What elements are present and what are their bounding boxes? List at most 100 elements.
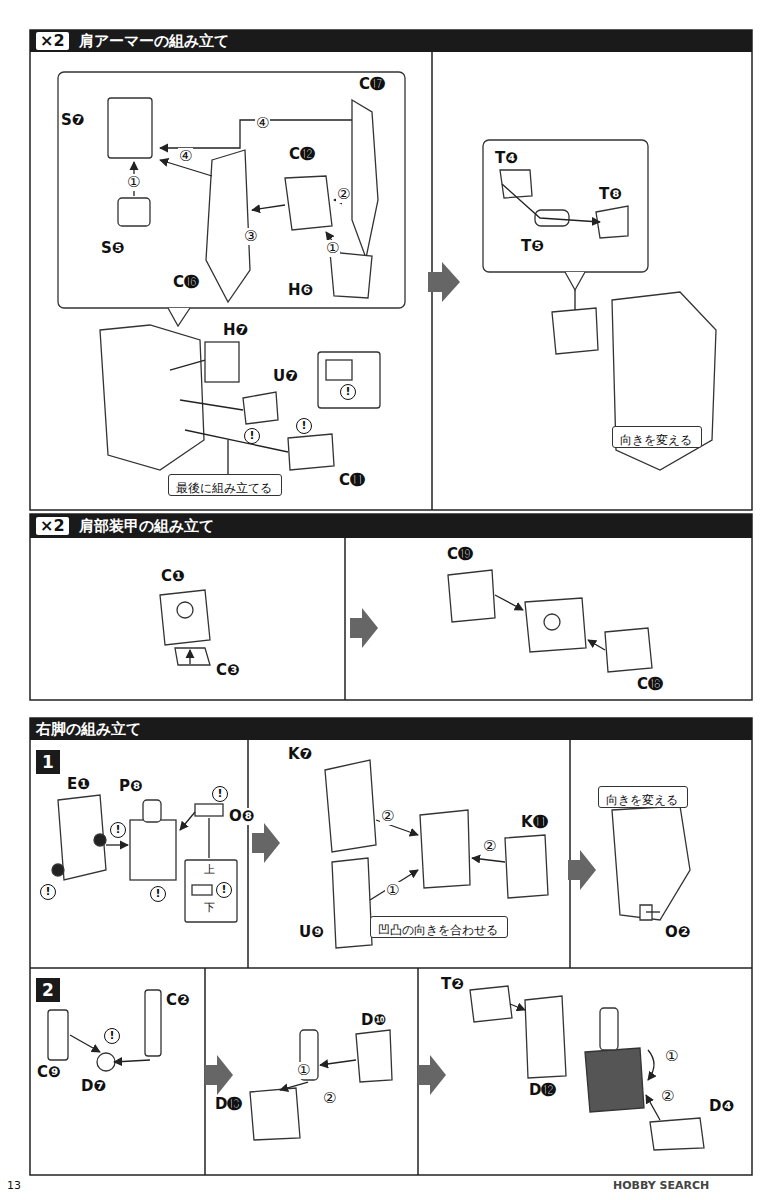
note-text: 向きを変える xyxy=(606,793,678,807)
drawing-shape xyxy=(288,434,334,470)
note-box: 向きを変える xyxy=(598,786,688,808)
drawing-shape xyxy=(510,1004,525,1010)
drawing-shape xyxy=(650,1118,704,1150)
part-label: K❼ xyxy=(287,746,313,763)
drawing-shape xyxy=(574,290,575,310)
drawing-shape xyxy=(565,272,585,290)
drawing-shape xyxy=(168,308,190,326)
part-label: C⓰ xyxy=(172,274,200,291)
drawing-shape xyxy=(500,170,532,198)
step-number: 1 xyxy=(36,750,60,774)
drawing-shape xyxy=(160,590,210,645)
drawing-shape xyxy=(243,392,278,424)
caution-mark: ! xyxy=(212,786,228,802)
step-number: 2 xyxy=(36,978,60,1002)
part-label: T❽ xyxy=(598,186,623,203)
step-order-number: ① xyxy=(325,240,340,257)
direction-label: 上 xyxy=(203,864,216,876)
part-label: C❶ xyxy=(160,568,186,585)
drawing-shape xyxy=(30,30,752,510)
caution-mark: ! xyxy=(216,882,232,898)
drawing-shape xyxy=(252,205,285,210)
drawing-shape xyxy=(106,812,660,912)
drawing-shape xyxy=(285,176,332,230)
part-label: D❿ xyxy=(360,1012,387,1029)
drawing-shape xyxy=(525,996,566,1078)
drawing-shape xyxy=(30,514,752,700)
note-box: 向きを変える xyxy=(612,426,702,448)
drawing-shape xyxy=(52,864,64,876)
drawing-shape xyxy=(470,986,512,1022)
part-label: U❼ xyxy=(272,368,299,385)
drawing-shape xyxy=(472,858,505,862)
part-label: C❷ xyxy=(165,992,191,1009)
note-box: 凹凸の向きを合わせる xyxy=(370,916,508,938)
drawing-shape xyxy=(206,150,250,302)
drawing-shape xyxy=(195,804,223,816)
drawing-shape xyxy=(544,614,560,630)
drawing-shape xyxy=(185,860,237,922)
drawing-shape xyxy=(48,986,704,1150)
step-order-number: ④ xyxy=(255,115,270,132)
drawing-shape xyxy=(180,400,243,410)
caution-mark: ! xyxy=(244,428,260,444)
direction-label: 下 xyxy=(203,902,216,914)
drawing-shape xyxy=(525,598,586,652)
drawing-shape xyxy=(247,740,249,968)
part-label: D⓬ xyxy=(528,1082,557,1099)
drawing-shape xyxy=(30,967,752,969)
drawing-shape xyxy=(646,1095,660,1120)
step-order-number: ① xyxy=(664,1048,679,1065)
note-box: 最後に組み立てる xyxy=(168,474,282,496)
drawing-shape xyxy=(134,120,600,474)
step-number-text: 2 xyxy=(42,980,54,1000)
part-label: C⓳ xyxy=(446,546,474,563)
part-label: U❾ xyxy=(298,924,325,941)
step-order-number: ② xyxy=(482,838,497,855)
drawing-shape xyxy=(114,1060,150,1062)
drawing-shape xyxy=(48,1010,68,1060)
drawing-shape xyxy=(428,262,460,302)
drawing-shape xyxy=(569,740,571,968)
drawing-shape xyxy=(94,834,106,846)
drawing-shape xyxy=(108,98,152,158)
part-label: D⓭ xyxy=(214,1096,243,1113)
drawing-shape xyxy=(70,1035,100,1052)
section-band: ×2肩アーマーの組み立て xyxy=(30,30,752,52)
drawing-shape xyxy=(190,595,605,664)
caution-mark: ! xyxy=(340,384,356,400)
drawing-shape xyxy=(418,1055,446,1095)
drawing-shape xyxy=(646,911,660,912)
drawing-shape xyxy=(568,850,596,890)
caution-mark: ! xyxy=(104,1028,120,1044)
drawing-shape xyxy=(352,100,378,258)
drawing-shape xyxy=(70,1004,660,1120)
drawing-shape xyxy=(502,184,600,222)
drawing-shape xyxy=(370,870,418,900)
part-label: E❶ xyxy=(66,776,91,793)
part-label: O❷ xyxy=(664,924,691,941)
part-label: P❽ xyxy=(118,778,144,795)
caution-mark: ! xyxy=(40,884,56,900)
step-order-number: ② xyxy=(660,1088,675,1105)
part-label: C⓫ xyxy=(338,472,366,489)
caution-mark: ! xyxy=(296,418,312,434)
drawing-shape xyxy=(325,760,376,852)
quantity-badge: ×2 xyxy=(36,32,69,50)
drawing-shape xyxy=(106,844,128,845)
drawing-shape xyxy=(30,718,752,1175)
drawing-shape xyxy=(205,1055,233,1095)
drawing-shape xyxy=(208,818,209,858)
drawing-shape xyxy=(588,640,605,650)
part-label: S❺ xyxy=(100,240,126,257)
note-text: 凹凸の向きを合わせる xyxy=(378,923,498,937)
part-label: O❽ xyxy=(228,808,255,825)
drawing-shape xyxy=(332,858,372,948)
drawing-shape xyxy=(192,885,212,895)
drawing-shape xyxy=(585,1048,644,1112)
drawing-shape xyxy=(118,198,150,226)
drawing-shape xyxy=(330,252,372,298)
caution-mark: ! xyxy=(150,886,166,902)
